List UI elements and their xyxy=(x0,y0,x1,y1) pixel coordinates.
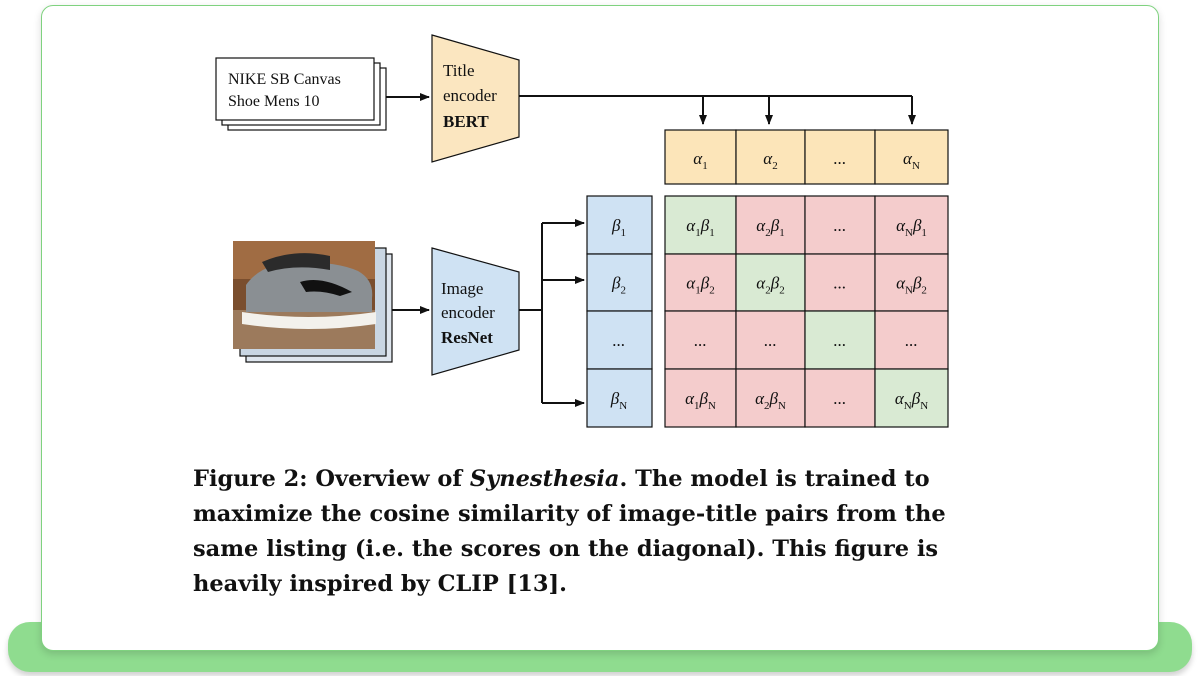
alpha-header-cell xyxy=(804,129,876,185)
matrix-cell xyxy=(804,195,876,255)
title-output-bus xyxy=(519,95,916,125)
matrix-cell-label: α1​β2​ xyxy=(686,274,714,297)
caption-label: Figure 2: Overview of xyxy=(193,466,470,492)
matrix-cell xyxy=(804,368,876,428)
alpha-header-label: ... xyxy=(834,149,847,168)
alpha-header-cell xyxy=(735,129,806,185)
alpha-header-row: α1​ α2​... αN​ xyxy=(664,129,949,185)
title-input-line1: NIKE SB Canvas xyxy=(228,71,341,88)
beta-label: βN​ xyxy=(610,389,627,412)
image-encoder: Image encoder ResNet xyxy=(431,247,520,376)
title-encoder-shape xyxy=(431,34,520,163)
caption-model-name: Synesthesia xyxy=(469,466,620,492)
title-encoder-line1: Title xyxy=(443,61,475,80)
matrix-cell xyxy=(804,253,876,312)
matrix-cell-label: ... xyxy=(834,216,847,235)
alpha-header-label: αN​ xyxy=(903,149,920,172)
title-input-stack: NIKE SB Canvas Shoe Mens 10 xyxy=(215,57,387,131)
beta-cell xyxy=(586,195,653,255)
beta-cell xyxy=(586,368,653,428)
title-encoder-line2: encoder xyxy=(443,86,497,105)
matrix-cell-label: αN​β2​ xyxy=(896,274,927,297)
beta-label: β1​ xyxy=(611,216,626,239)
image-encoder-shape xyxy=(431,247,520,376)
beta-label: ... xyxy=(613,331,626,350)
alpha-header-cell xyxy=(664,129,737,185)
figure-caption: Figure 2: Overview of Synesthesia. The m… xyxy=(193,462,973,602)
alpha-header-label: α1​ xyxy=(693,149,707,172)
matrix-cell-label: ... xyxy=(834,331,847,350)
matrix-cell xyxy=(735,368,806,428)
caption-body: . The model is trained to maximize the c… xyxy=(193,466,946,597)
matrix-cell-label: α2​β2​ xyxy=(756,274,784,297)
matrix-cell xyxy=(735,310,806,370)
matrix-cell-diagonal xyxy=(874,368,949,428)
matrix-cell-label: ... xyxy=(834,389,847,408)
image-encoder-line2: encoder xyxy=(441,303,495,322)
matrix-cell-label: αN​βN​ xyxy=(895,389,928,412)
matrix-cell xyxy=(874,253,949,312)
matrix-cell-label: αN​β1​ xyxy=(896,216,927,239)
similarity-matrix: α1​β1​ α2​β1​... αN​β1​ α1​β2​ α2​β2​... αN​β… xyxy=(664,195,949,428)
matrix-cell-label: ... xyxy=(694,331,707,350)
alpha-header-label: α2​ xyxy=(763,149,777,172)
matrix-cell-label: α1​βN​ xyxy=(685,389,716,412)
image-encoder-line1: Image xyxy=(441,279,483,298)
matrix-cell-label: ... xyxy=(834,274,847,293)
matrix-cell xyxy=(664,368,737,428)
matrix-cell-label: α2​β1​ xyxy=(756,216,784,239)
beta-label: β2​ xyxy=(611,274,626,297)
beta-column: β1​ β2​... βN​ xyxy=(586,195,653,428)
matrix-cell-label: ... xyxy=(905,331,918,350)
matrix-cell-label: ... xyxy=(764,331,777,350)
matrix-cell-label: α2​βN​ xyxy=(755,389,786,412)
beta-cell xyxy=(586,253,653,312)
matrix-cell xyxy=(735,195,806,255)
matrix-cell xyxy=(874,195,949,255)
image-output-bus xyxy=(519,219,585,407)
image-encoder-model: ResNet xyxy=(441,328,493,347)
image-stack xyxy=(233,241,393,363)
title-encoder-model: BERT xyxy=(443,112,489,131)
title-input-line2: Shoe Mens 10 xyxy=(228,93,320,110)
caption-end: CLIP [13]. xyxy=(437,571,568,597)
alpha-header-cell xyxy=(874,129,949,185)
shoe-photo xyxy=(233,241,376,349)
title-encoder: Title encoder BERT xyxy=(431,34,520,163)
matrix-cell-label: α1​β1​ xyxy=(686,216,714,239)
matrix-cell xyxy=(874,310,949,370)
